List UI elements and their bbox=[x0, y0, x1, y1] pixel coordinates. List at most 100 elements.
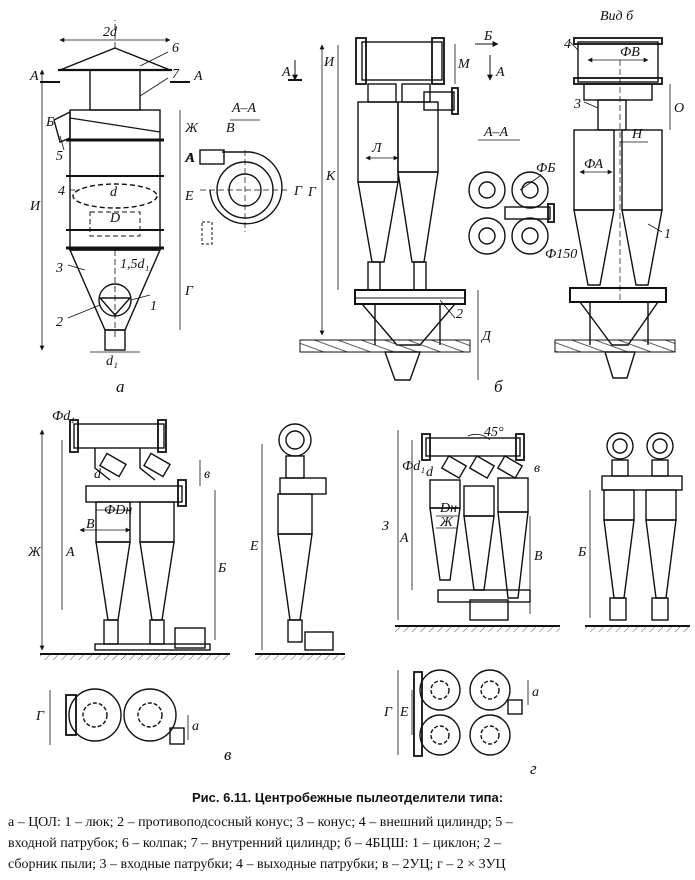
panel-g-label: г bbox=[530, 759, 537, 778]
dim-phi-d1: Фd₁ bbox=[52, 409, 75, 424]
dim-1-5d1: 1,5d₁ bbox=[120, 257, 149, 272]
panel-v-side bbox=[255, 423, 345, 660]
section-mark-left: А bbox=[29, 69, 39, 84]
legend-line-3: сборник пыли; 3 – входные патрубки; 4 – … bbox=[8, 857, 506, 872]
dim-A: А bbox=[399, 531, 409, 546]
dim-E: Е bbox=[184, 189, 194, 204]
legend-line-1: а – ЦОЛ: 1 – люк; 2 – противоподсосный к… bbox=[8, 815, 513, 830]
dim-M: М bbox=[457, 57, 471, 72]
dim-v: в bbox=[204, 467, 210, 482]
section-mark-A-right: А bbox=[495, 65, 505, 80]
dim-d: d bbox=[110, 185, 118, 200]
dim-ZH: Ж bbox=[184, 121, 199, 136]
dim-L: Л bbox=[371, 141, 383, 156]
panel-b-section-labels: А–А ФБ bbox=[483, 125, 556, 176]
side-view-title: Вид б bbox=[600, 9, 634, 24]
dim-E: Е bbox=[249, 539, 259, 554]
dim-a: а bbox=[192, 719, 199, 734]
section-title-a: А–А bbox=[231, 101, 257, 116]
dim-I: И bbox=[323, 55, 335, 70]
dim-B: Б bbox=[577, 545, 586, 560]
cyclone-right bbox=[397, 101, 439, 173]
panel-g-labels: 45° Фd₁ d в Dн Ж З А В Г Е а г bbox=[382, 425, 543, 778]
panel-v bbox=[39, 419, 230, 745]
panel-b-side-labels: Вид б ФВ О Н ФА Ф150 1 3 4 bbox=[545, 9, 684, 262]
inlet-pipe bbox=[53, 110, 71, 143]
side-dim-O: О bbox=[674, 101, 684, 116]
dim-A: А bbox=[184, 151, 194, 166]
side-dim-N: Н bbox=[631, 127, 643, 142]
dim-d: d bbox=[426, 465, 434, 480]
panel-v-side-labels: Е bbox=[249, 539, 259, 554]
dim-ZH: Ж bbox=[439, 515, 454, 530]
hatch-window bbox=[72, 183, 158, 209]
panel-b bbox=[288, 37, 499, 381]
part-5: 5 bbox=[56, 149, 63, 164]
figure-title: Рис. 6.11. Центробежные пылеотделители т… bbox=[191, 790, 504, 805]
manifold-pipe bbox=[73, 423, 165, 449]
panel-a-section-labels: А–А В А Г bbox=[185, 101, 303, 199]
panel-b-side-view bbox=[554, 37, 676, 379]
side-part-4: 4 bbox=[564, 37, 571, 52]
dim-V: В bbox=[86, 517, 95, 532]
dim-A: А bbox=[65, 545, 75, 560]
part-1: 1 bbox=[150, 299, 157, 314]
dim-G: Г bbox=[307, 185, 317, 200]
dim-a: а bbox=[532, 685, 539, 700]
part-7: 7 bbox=[172, 67, 180, 82]
dim-B: Б bbox=[45, 115, 54, 130]
dim-V: В bbox=[534, 549, 543, 564]
panel-b-labels: Б А А И М К Л Г Д 2 б bbox=[281, 29, 505, 396]
panel-a-section bbox=[199, 119, 290, 245]
dim-E: Е bbox=[399, 705, 409, 720]
panel-v-label: в bbox=[224, 745, 232, 764]
dim-2d: 2d bbox=[103, 25, 118, 40]
dim-D: Д bbox=[480, 329, 492, 344]
panel-g-side bbox=[585, 432, 690, 632]
panel-a bbox=[39, 20, 190, 353]
panel-b-section bbox=[468, 139, 555, 255]
section-dim-G: Г bbox=[293, 184, 303, 199]
dim-phiDn: ФDн bbox=[104, 503, 132, 518]
dim-v: в bbox=[534, 461, 540, 476]
side-dim-phiA: ФА bbox=[584, 157, 604, 172]
view-arrow-B: Б bbox=[483, 29, 492, 44]
part-4: 4 bbox=[58, 184, 65, 199]
section-mark-right: А bbox=[193, 69, 203, 84]
technical-drawing: 2d И Б Ж Е Г А d D d₁ 1,5d₁ А А 1 2 3 4 … bbox=[27, 9, 690, 778]
dim-Z: З bbox=[382, 519, 389, 534]
part-6: 6 bbox=[172, 41, 179, 56]
part-2: 2 bbox=[456, 307, 463, 322]
side-part-3: 3 bbox=[573, 97, 581, 112]
section-title-b: А–А bbox=[483, 125, 509, 140]
dim-d: d bbox=[94, 467, 102, 482]
dust-collector bbox=[354, 289, 466, 305]
section-dim-A: А bbox=[185, 151, 195, 166]
dim-G: Г bbox=[184, 284, 194, 299]
panel-g bbox=[395, 430, 560, 757]
panel-b-label: б bbox=[494, 377, 503, 396]
legend-line-2: входной патрубок; 6 – колпак; 7 – внутре… bbox=[8, 836, 502, 851]
section-dim-phiB: ФБ bbox=[536, 161, 556, 176]
inner-cylinder bbox=[89, 69, 141, 111]
dim-G: Г bbox=[383, 705, 393, 720]
dim-d1: d₁ bbox=[106, 354, 118, 369]
side-dim-phi150: Ф150 bbox=[545, 247, 577, 262]
panel-a-labels: 2d И Б Ж Е Г А d D d₁ 1,5d₁ А А 1 2 3 4 … bbox=[29, 25, 203, 396]
part-2: 2 bbox=[56, 315, 63, 330]
dim-B: Б bbox=[217, 561, 226, 576]
dim-45deg: 45° bbox=[484, 425, 504, 440]
side-dim-phiV: ФВ bbox=[620, 45, 640, 60]
dim-D: D bbox=[109, 211, 120, 226]
panel-v-labels: Фd₁ d в ФDн В Ж А Б Г а в bbox=[27, 409, 232, 764]
figure-legend: а – ЦОЛ: 1 – люк; 2 – противоподсосный к… bbox=[8, 812, 688, 875]
dim-phi-d1: Фd₁ bbox=[402, 459, 425, 474]
part-3: 3 bbox=[55, 261, 63, 276]
panel-a-label: а bbox=[116, 377, 125, 396]
dim-ZH: Ж bbox=[27, 545, 42, 560]
section-mark-A-left: А bbox=[281, 65, 291, 80]
panel-g-side-labels: Б bbox=[577, 545, 586, 560]
dim-G: Г bbox=[35, 709, 45, 724]
dim-K: К bbox=[325, 169, 336, 184]
side-part-1: 1 bbox=[664, 227, 671, 242]
